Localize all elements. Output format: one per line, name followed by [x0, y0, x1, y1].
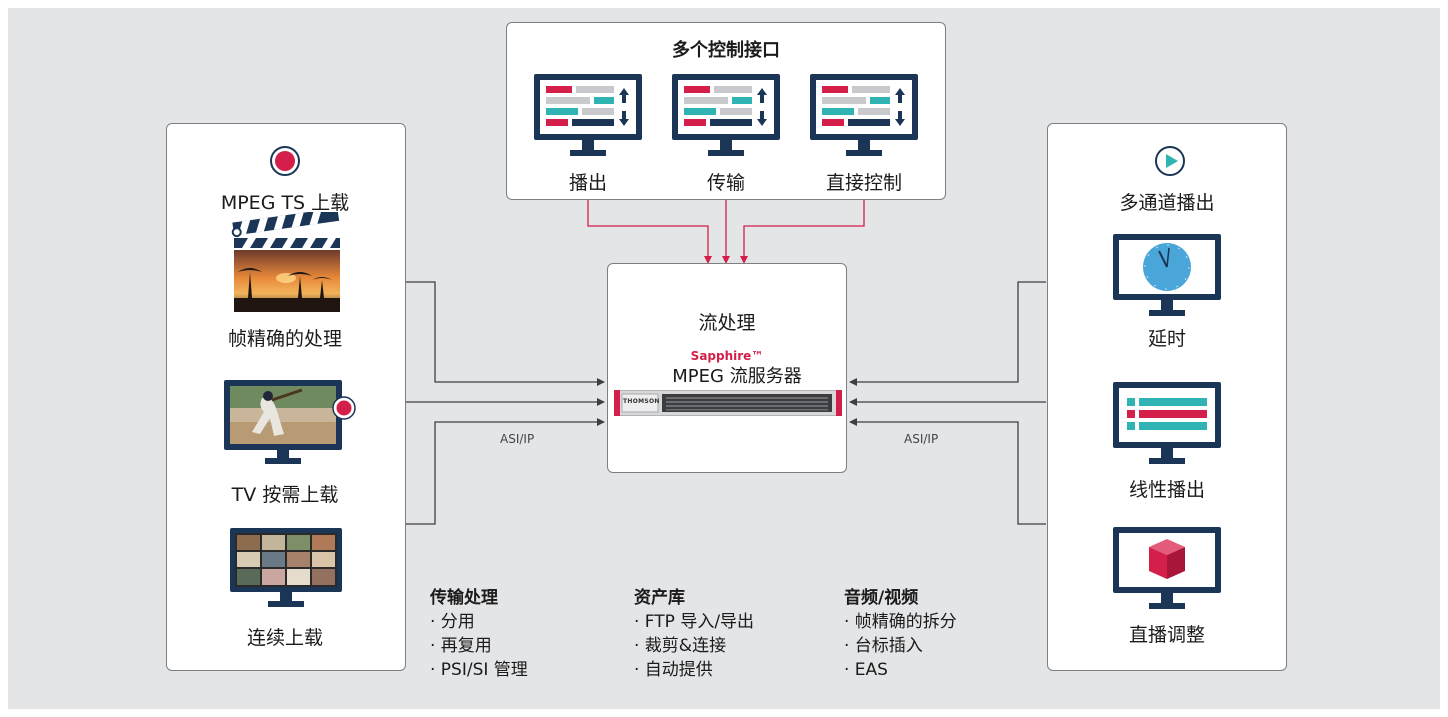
- record-icon: [270, 146, 300, 176]
- control-label-transport: 传输: [706, 172, 746, 194]
- feature-bullet: · 台标插入: [844, 636, 923, 656]
- delay-label: 延时: [1147, 328, 1187, 350]
- feature-bullet: · PSI/SI 管理: [430, 660, 528, 680]
- feature-heading: 音频/视频: [844, 588, 919, 608]
- tv-record-icon: [224, 380, 356, 464]
- thomson-badge: THOMSON: [623, 398, 660, 405]
- cube-monitor-icon: [1113, 527, 1221, 609]
- control-monitor-icon: [810, 74, 918, 156]
- stream-processing-box: [607, 263, 847, 473]
- feature-bullet: · EAS: [844, 660, 888, 680]
- feature-bullet: · 自动提供: [634, 660, 713, 680]
- clapperboard-icon: [231, 212, 340, 312]
- clock-monitor-icon: [1113, 234, 1221, 316]
- asi-ip-right-label: ASI/IP: [904, 432, 939, 446]
- mpeg-ts-ingest-label: MPEG TS 上载: [220, 192, 350, 214]
- frame-accurate-label: 帧精确的处理: [227, 328, 343, 350]
- control-label-direct: 直接控制: [825, 172, 903, 194]
- asi-ip-left-label: ASI/IP: [500, 432, 535, 446]
- feature-bullet: · 分用: [430, 612, 475, 632]
- feature-heading: 传输处理: [430, 588, 498, 608]
- feature-heading: 资产库: [634, 588, 685, 608]
- control-monitor-icon: [672, 74, 780, 156]
- feature-transport-processing: 传输处理 · 分用 · 再复用 · PSI/SI 管理: [430, 586, 528, 682]
- continuous-ingest-label: 连续上载: [246, 627, 324, 649]
- multichannel-playout-label: 多通道播出: [1119, 192, 1215, 214]
- linear-playout-label: 线性播出: [1128, 479, 1206, 501]
- multiview-monitor-icon: [230, 528, 342, 607]
- feature-bullet: · FTP 导入/导出: [634, 612, 755, 632]
- live-adjust-label: 直播调整: [1128, 624, 1206, 646]
- feature-asset-library: 资产库 · FTP 导入/导出 · 裁剪&连接 · 自动提供: [634, 586, 754, 682]
- control-monitor-icon: [534, 74, 642, 156]
- feature-bullet: · 裁剪&连接: [634, 636, 727, 656]
- feature-bullet: · 再复用: [430, 636, 492, 656]
- mpeg-stream-server-label: MPEG 流服务器: [672, 366, 802, 387]
- stream-processing-title: 流处理: [698, 312, 756, 334]
- sapphire-brand: Sapphire™: [690, 349, 764, 363]
- control-label-playout: 播出: [568, 172, 608, 194]
- control-interfaces-title: 多个控制接口: [672, 40, 780, 61]
- play-icon: [1155, 146, 1185, 176]
- feature-audio-video: 音频/视频 · 帧精确的拆分 · 台标插入 · EAS: [844, 586, 957, 682]
- vod-ingest-label: TV 按需上载: [231, 484, 339, 506]
- playlist-monitor-icon: [1113, 382, 1221, 464]
- feature-bullet: · 帧精确的拆分: [844, 612, 957, 632]
- server-device-icon: [614, 390, 842, 416]
